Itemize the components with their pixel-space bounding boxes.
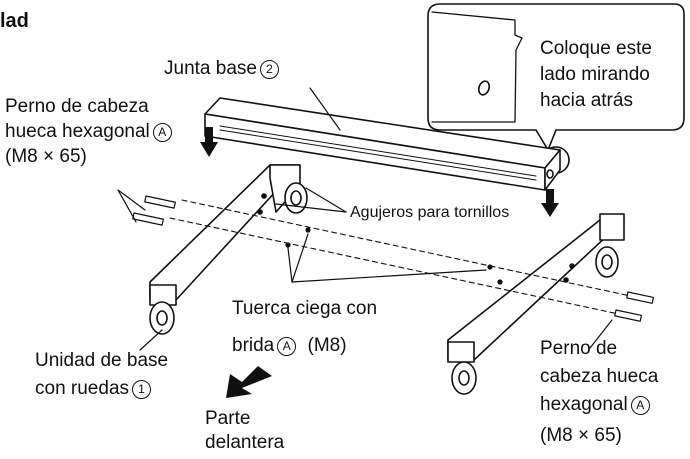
perno-top-text-2: hueca hexagonal xyxy=(5,121,150,142)
part-number-2: 2 xyxy=(259,60,279,79)
leader-lines xyxy=(118,88,612,350)
perno-top-line-1: Perno de cabeza xyxy=(5,96,149,117)
tuerca-text-2: brida xyxy=(232,335,275,356)
callout-line-3: hacia atrás xyxy=(540,90,633,111)
perno-right-line-1: Perno de xyxy=(540,338,618,359)
left-frame xyxy=(150,165,307,334)
perno-right-size: (M8 × 65) xyxy=(540,425,622,446)
mark-a-right: A xyxy=(630,396,650,415)
perno-right-line-2: cabeza hueca xyxy=(540,366,659,387)
bolts-left xyxy=(133,196,176,225)
callout-line-1: Coloque este xyxy=(540,38,652,59)
callout-bubble xyxy=(428,4,684,150)
perno-right-text-3: hexagonal xyxy=(540,394,628,415)
heading-fragment: lad xyxy=(0,10,29,32)
down-arrow-right xyxy=(541,189,559,217)
mark-a-tuerca: A xyxy=(277,337,297,356)
tuerca-line-1: Tuerca ciega con xyxy=(232,298,378,319)
callout-line-2: lado mirando xyxy=(540,64,650,85)
unidad-text-2: con ruedas xyxy=(35,378,130,399)
cap-nuts xyxy=(285,227,503,285)
parte-line-2: delantera xyxy=(205,432,285,453)
bolts-right xyxy=(615,292,654,321)
parte-line-1: Parte xyxy=(205,408,251,429)
down-arrow-left xyxy=(200,127,218,157)
agujeros-label: Agujeros para tornillos xyxy=(350,204,510,221)
perno-top-size: (M8 × 65) xyxy=(5,146,87,167)
junta-base-text: Junta base xyxy=(164,58,257,79)
right-frame xyxy=(448,214,624,394)
alignment-lines xyxy=(170,200,640,316)
part-number-1: 1 xyxy=(132,380,152,399)
tuerca-size: (M8) xyxy=(307,335,347,356)
mark-a-top: A xyxy=(152,123,172,142)
unidad-line-1: Unidad de base xyxy=(35,350,169,371)
front-arrow xyxy=(226,366,272,398)
